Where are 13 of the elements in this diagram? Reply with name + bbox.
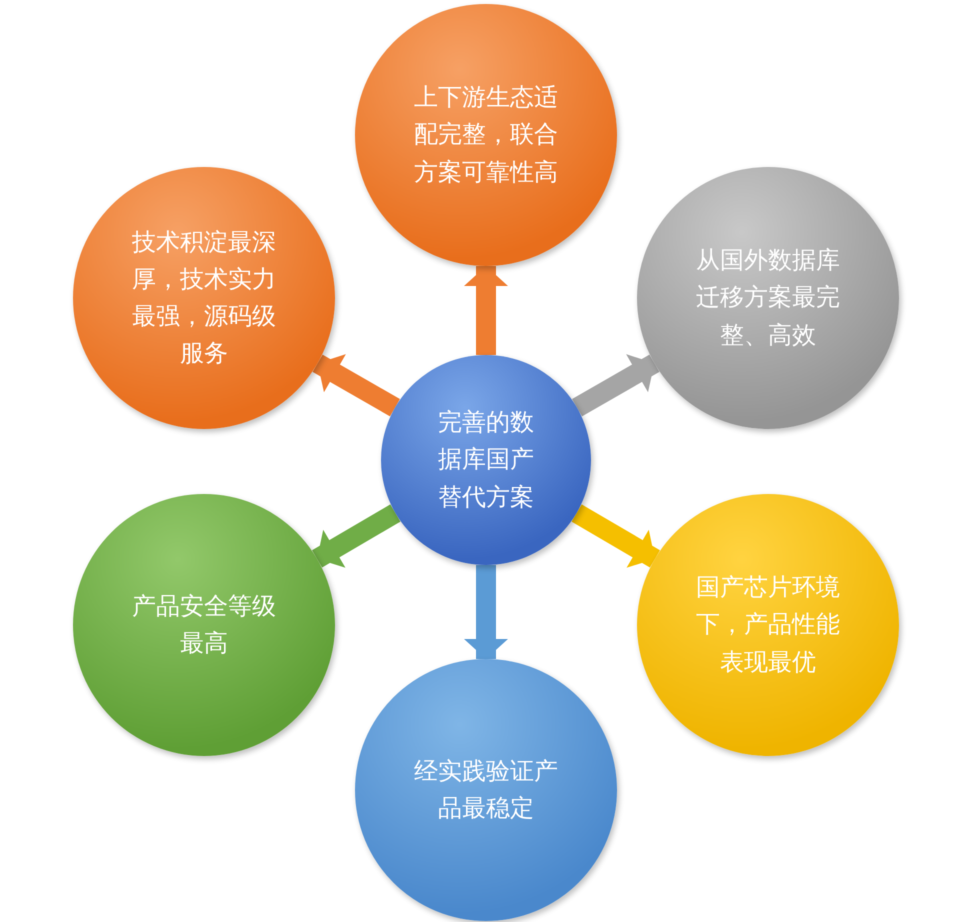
block-arrow — [312, 504, 400, 568]
circle-text: 上下游生态适配完整，联合方案可靠性高 — [413, 82, 559, 188]
block-arrow — [572, 354, 660, 416]
circle-text: 完善的数据库国产替代方案 — [436, 407, 535, 513]
block-arrow — [464, 565, 508, 659]
block-arrow — [572, 504, 660, 568]
circle-text: 从国外数据库迁移方案最完整、高效 — [695, 245, 841, 351]
block-arrow — [312, 354, 400, 416]
circle-text: 产品安全等级最高 — [131, 590, 277, 659]
circle-text: 经实践验证产品最稳定 — [413, 756, 559, 824]
block-arrow — [464, 266, 508, 355]
circle-text: 技术积淀最深厚，技术实力最强，源码级服务 — [131, 226, 277, 370]
circle-text: 国产芯片环境下，产品性能表现最优 — [695, 572, 841, 678]
